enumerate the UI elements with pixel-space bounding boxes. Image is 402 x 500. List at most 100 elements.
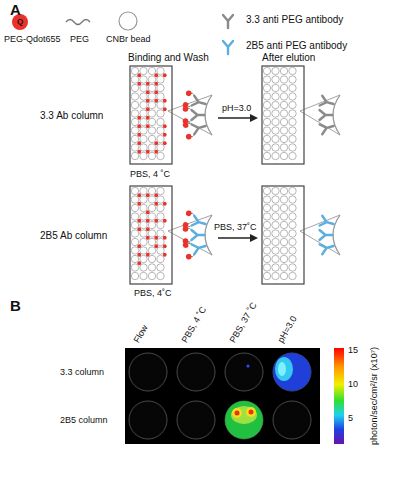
bead [131, 76, 138, 83]
qdot [146, 236, 150, 240]
bead [140, 230, 147, 237]
color-bar [334, 348, 344, 444]
bead [131, 152, 138, 159]
antibody-shape [320, 110, 333, 120]
antibody-shape [320, 121, 335, 134]
bead [140, 255, 147, 262]
bead [131, 247, 138, 254]
bead [272, 76, 279, 83]
bead [263, 238, 270, 245]
bead [148, 238, 155, 245]
qdot [154, 193, 158, 197]
bead [263, 187, 270, 194]
bead [140, 110, 147, 117]
scale-value: 5 [348, 412, 353, 424]
antibody-shape [192, 110, 205, 120]
antibody-shape [320, 241, 335, 254]
signal-spots [225, 353, 311, 439]
bead [280, 255, 287, 262]
antibody [182, 237, 208, 260]
bead [140, 76, 147, 83]
bead [148, 272, 155, 279]
bead [289, 144, 296, 151]
antibody-shape [192, 216, 207, 229]
stage-heading: After elution [262, 52, 315, 64]
bead [289, 135, 296, 142]
qdot [146, 227, 150, 231]
antibody [320, 230, 333, 240]
bead [263, 118, 270, 125]
panel-letter: A [10, 4, 21, 16]
bead [289, 76, 296, 83]
bead-surface [205, 215, 212, 255]
qdot [154, 244, 158, 248]
bead [131, 84, 138, 91]
bead [289, 264, 296, 271]
bead [263, 264, 270, 271]
legend-text: PEG [70, 33, 89, 45]
bead [148, 135, 155, 142]
qdot [163, 73, 167, 77]
bead [131, 255, 138, 262]
signal [249, 410, 254, 415]
legend-text: 2B5 anti PEG antibody [246, 40, 347, 52]
bead [280, 144, 287, 151]
bead [157, 238, 164, 245]
signal [273, 353, 311, 391]
bead [263, 196, 270, 203]
qdot [137, 82, 141, 86]
qdot [154, 82, 158, 86]
antibody [183, 106, 205, 124]
bead [140, 144, 147, 151]
qdot [163, 141, 167, 145]
qdot [182, 242, 189, 249]
qdot [163, 244, 167, 248]
scale-value: 10 [348, 378, 358, 390]
qdot [163, 99, 167, 103]
bead [157, 221, 164, 228]
bead [157, 67, 164, 74]
bead [263, 110, 270, 117]
bead [263, 76, 270, 83]
bead [280, 152, 287, 159]
bead [140, 127, 147, 134]
bead [140, 272, 147, 279]
qdot [146, 90, 150, 94]
arrow-line [218, 117, 252, 119]
column [130, 66, 172, 164]
bead [148, 84, 155, 91]
qdot [185, 210, 192, 217]
bead [131, 196, 138, 203]
zoom-line [168, 111, 212, 135]
qdot [137, 141, 141, 145]
binding-condition: PBS, 4 ˚C [130, 168, 170, 180]
scale-unit: photon/sec/cm²/sr (x10⁷) [368, 347, 380, 445]
zoom-line [168, 231, 212, 255]
antibody [182, 117, 208, 140]
bead [148, 221, 155, 228]
bead [272, 93, 279, 100]
bead [272, 221, 279, 228]
antibody-shape [223, 15, 233, 28]
bead [263, 247, 270, 254]
antibody [320, 216, 335, 229]
bead [140, 101, 147, 108]
bead [263, 204, 270, 211]
bead [289, 67, 296, 74]
bead [280, 67, 287, 74]
bead [263, 230, 270, 237]
antibody-shape [320, 216, 335, 229]
qdot [163, 202, 167, 206]
bead [148, 187, 155, 194]
bead [272, 264, 279, 271]
bead [140, 213, 147, 220]
bead-surface [333, 95, 340, 135]
qdot [154, 90, 158, 94]
bead [140, 238, 147, 245]
bead [140, 118, 147, 125]
bead [148, 110, 155, 117]
bead [157, 247, 164, 254]
fraction-heading: PBS, 4 ˚C [179, 304, 209, 345]
bead [289, 238, 296, 245]
elution-condition: PBS, 37˚C [214, 221, 257, 233]
